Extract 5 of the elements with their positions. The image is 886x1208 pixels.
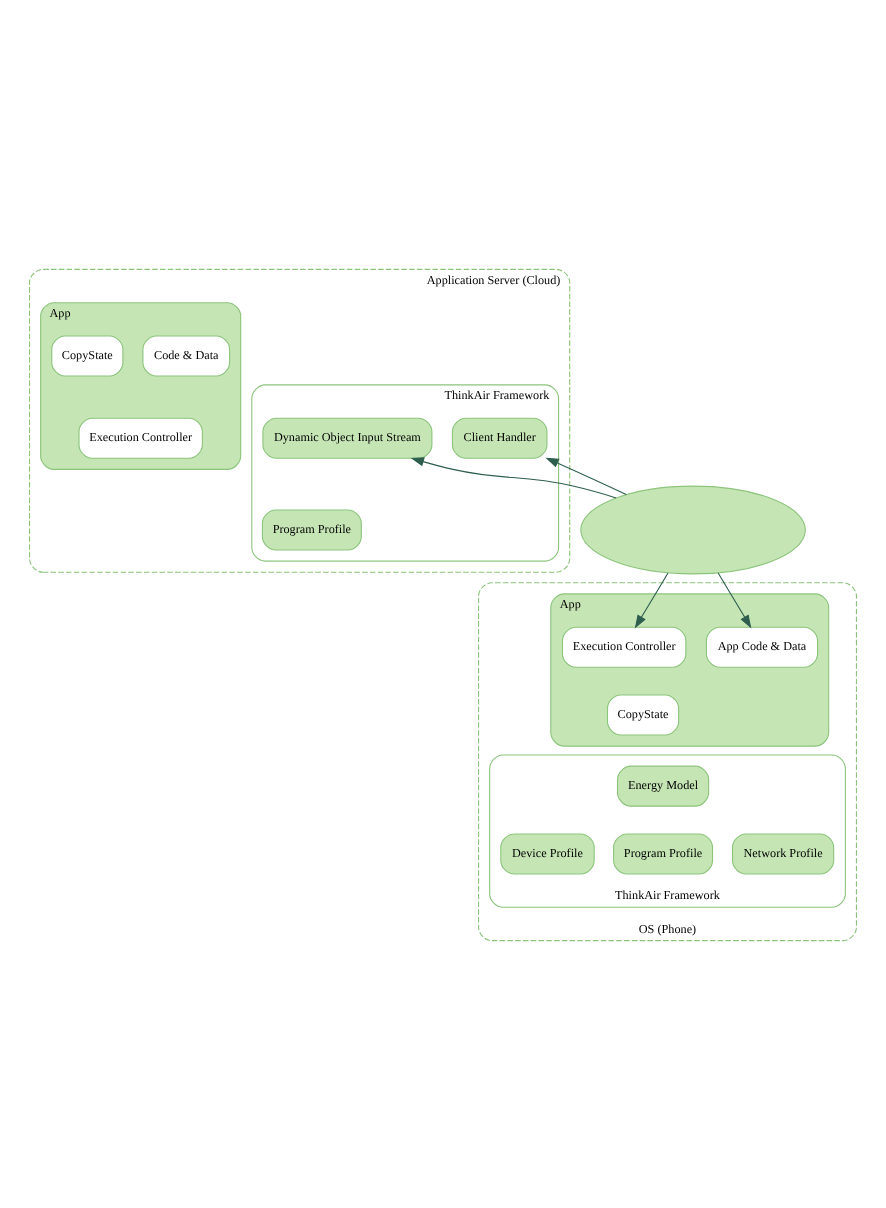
arrow [545, 456, 627, 495]
arrow [717, 571, 752, 628]
arrow [634, 571, 669, 628]
node-cloud [580, 484, 806, 574]
arrow [410, 456, 617, 498]
